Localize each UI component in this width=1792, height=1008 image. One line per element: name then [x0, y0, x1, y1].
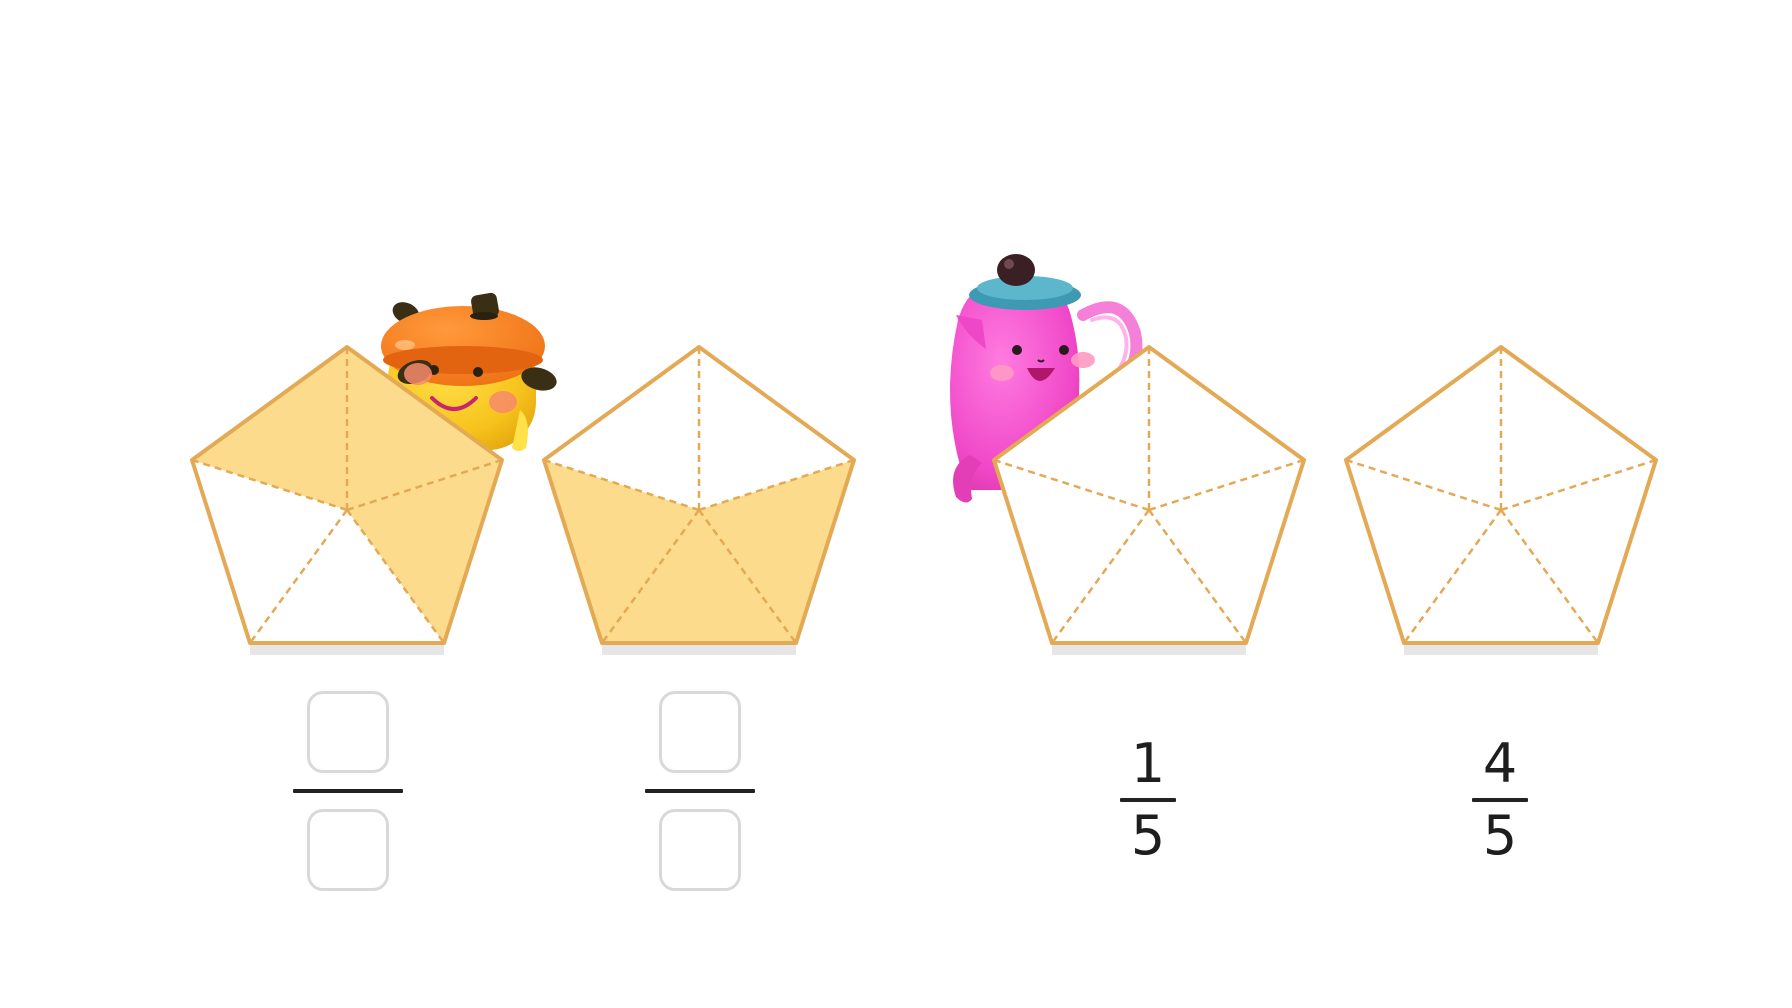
- pentagon-dashed-spoke: [191, 458, 348, 512]
- fraction-bar: [293, 789, 403, 793]
- pentagon-shadow: [1404, 643, 1598, 655]
- pentagon-sector: [1501, 460, 1656, 643]
- pentagon-sector: [1149, 460, 1304, 643]
- fraction-bar: [1472, 798, 1528, 802]
- pentagon-dashed-spoke: [1147, 509, 1248, 644]
- pentagon-outline: [542, 345, 856, 645]
- fraction-bar: [645, 789, 755, 793]
- fraction-answer-1: [283, 691, 413, 891]
- denominator-input-box[interactable]: [659, 809, 741, 891]
- pentagon-sector: [544, 347, 699, 510]
- pentagon-dashed-spoke: [346, 458, 503, 512]
- pentagon-3: [992, 345, 1306, 655]
- pentagon-1: [190, 345, 504, 655]
- pentagon-sector: [347, 347, 502, 510]
- pentagon-outline: [1344, 345, 1658, 645]
- pentagon-sector: [1346, 347, 1501, 510]
- fraction-bar: [1120, 798, 1176, 802]
- pentagon-sector: [602, 510, 796, 643]
- numerator-input-box[interactable]: [659, 691, 741, 773]
- fraction-denominator: 5: [1482, 804, 1518, 867]
- fraction-numerator: 4: [1482, 732, 1518, 795]
- pentagon-dashed-spoke: [1345, 458, 1502, 512]
- pentagon-sector: [1404, 510, 1598, 643]
- pentagon-dashed-spoke: [1402, 509, 1503, 644]
- pentagon-sector: [699, 347, 854, 510]
- pentagon-shadow: [250, 643, 444, 655]
- pentagon-group: [190, 345, 1658, 655]
- fraction-numerator: 1: [1130, 732, 1166, 795]
- fraction-label-3: 1 5: [1083, 736, 1213, 864]
- pentagon-4: [1344, 345, 1658, 655]
- pentagon-dashed-spoke: [1050, 509, 1151, 644]
- pentagon-shadow: [1052, 643, 1246, 655]
- fraction-label-4: 4 5: [1435, 736, 1565, 864]
- pentagon-dashed-spoke: [1499, 509, 1600, 644]
- fraction-denominator: 5: [1130, 804, 1166, 867]
- pentagon-dashed-spoke: [697, 509, 798, 644]
- numerator-input-box[interactable]: [307, 691, 389, 773]
- pentagon-dashed-spoke: [600, 509, 701, 644]
- pentagon-sector: [250, 510, 444, 643]
- pentagon-shadow: [602, 643, 796, 655]
- pentagon-sector: [192, 347, 347, 510]
- pentagon-sector: [1346, 460, 1501, 643]
- pentagon-dashed-spoke: [248, 509, 349, 644]
- pentagon-outline: [992, 345, 1306, 645]
- pentagon-dashed-spoke: [993, 458, 1150, 512]
- pentagon-sector: [1501, 347, 1656, 510]
- pentagon-dashed-spoke: [1500, 458, 1657, 512]
- fraction-answer-2: [635, 691, 765, 891]
- pentagon-sector: [699, 460, 854, 643]
- pentagon-dashed-spoke: [543, 458, 700, 512]
- pentagon-sector: [1052, 510, 1246, 643]
- pentagon-sector: [544, 460, 699, 643]
- pentagon-dashed-spoke: [698, 458, 855, 512]
- pentagon-dashed-spoke: [1148, 458, 1305, 512]
- pentagon-outline: [190, 345, 504, 645]
- pentagon-sector: [994, 460, 1149, 643]
- pentagon-sector: [1149, 347, 1304, 510]
- pentagon-sector: [994, 347, 1149, 510]
- denominator-input-box[interactable]: [307, 809, 389, 891]
- pentagon-2: [542, 345, 856, 655]
- pentagon-sector: [192, 460, 347, 643]
- pentagon-sector: [347, 460, 502, 643]
- pentagon-dashed-spoke: [345, 509, 446, 644]
